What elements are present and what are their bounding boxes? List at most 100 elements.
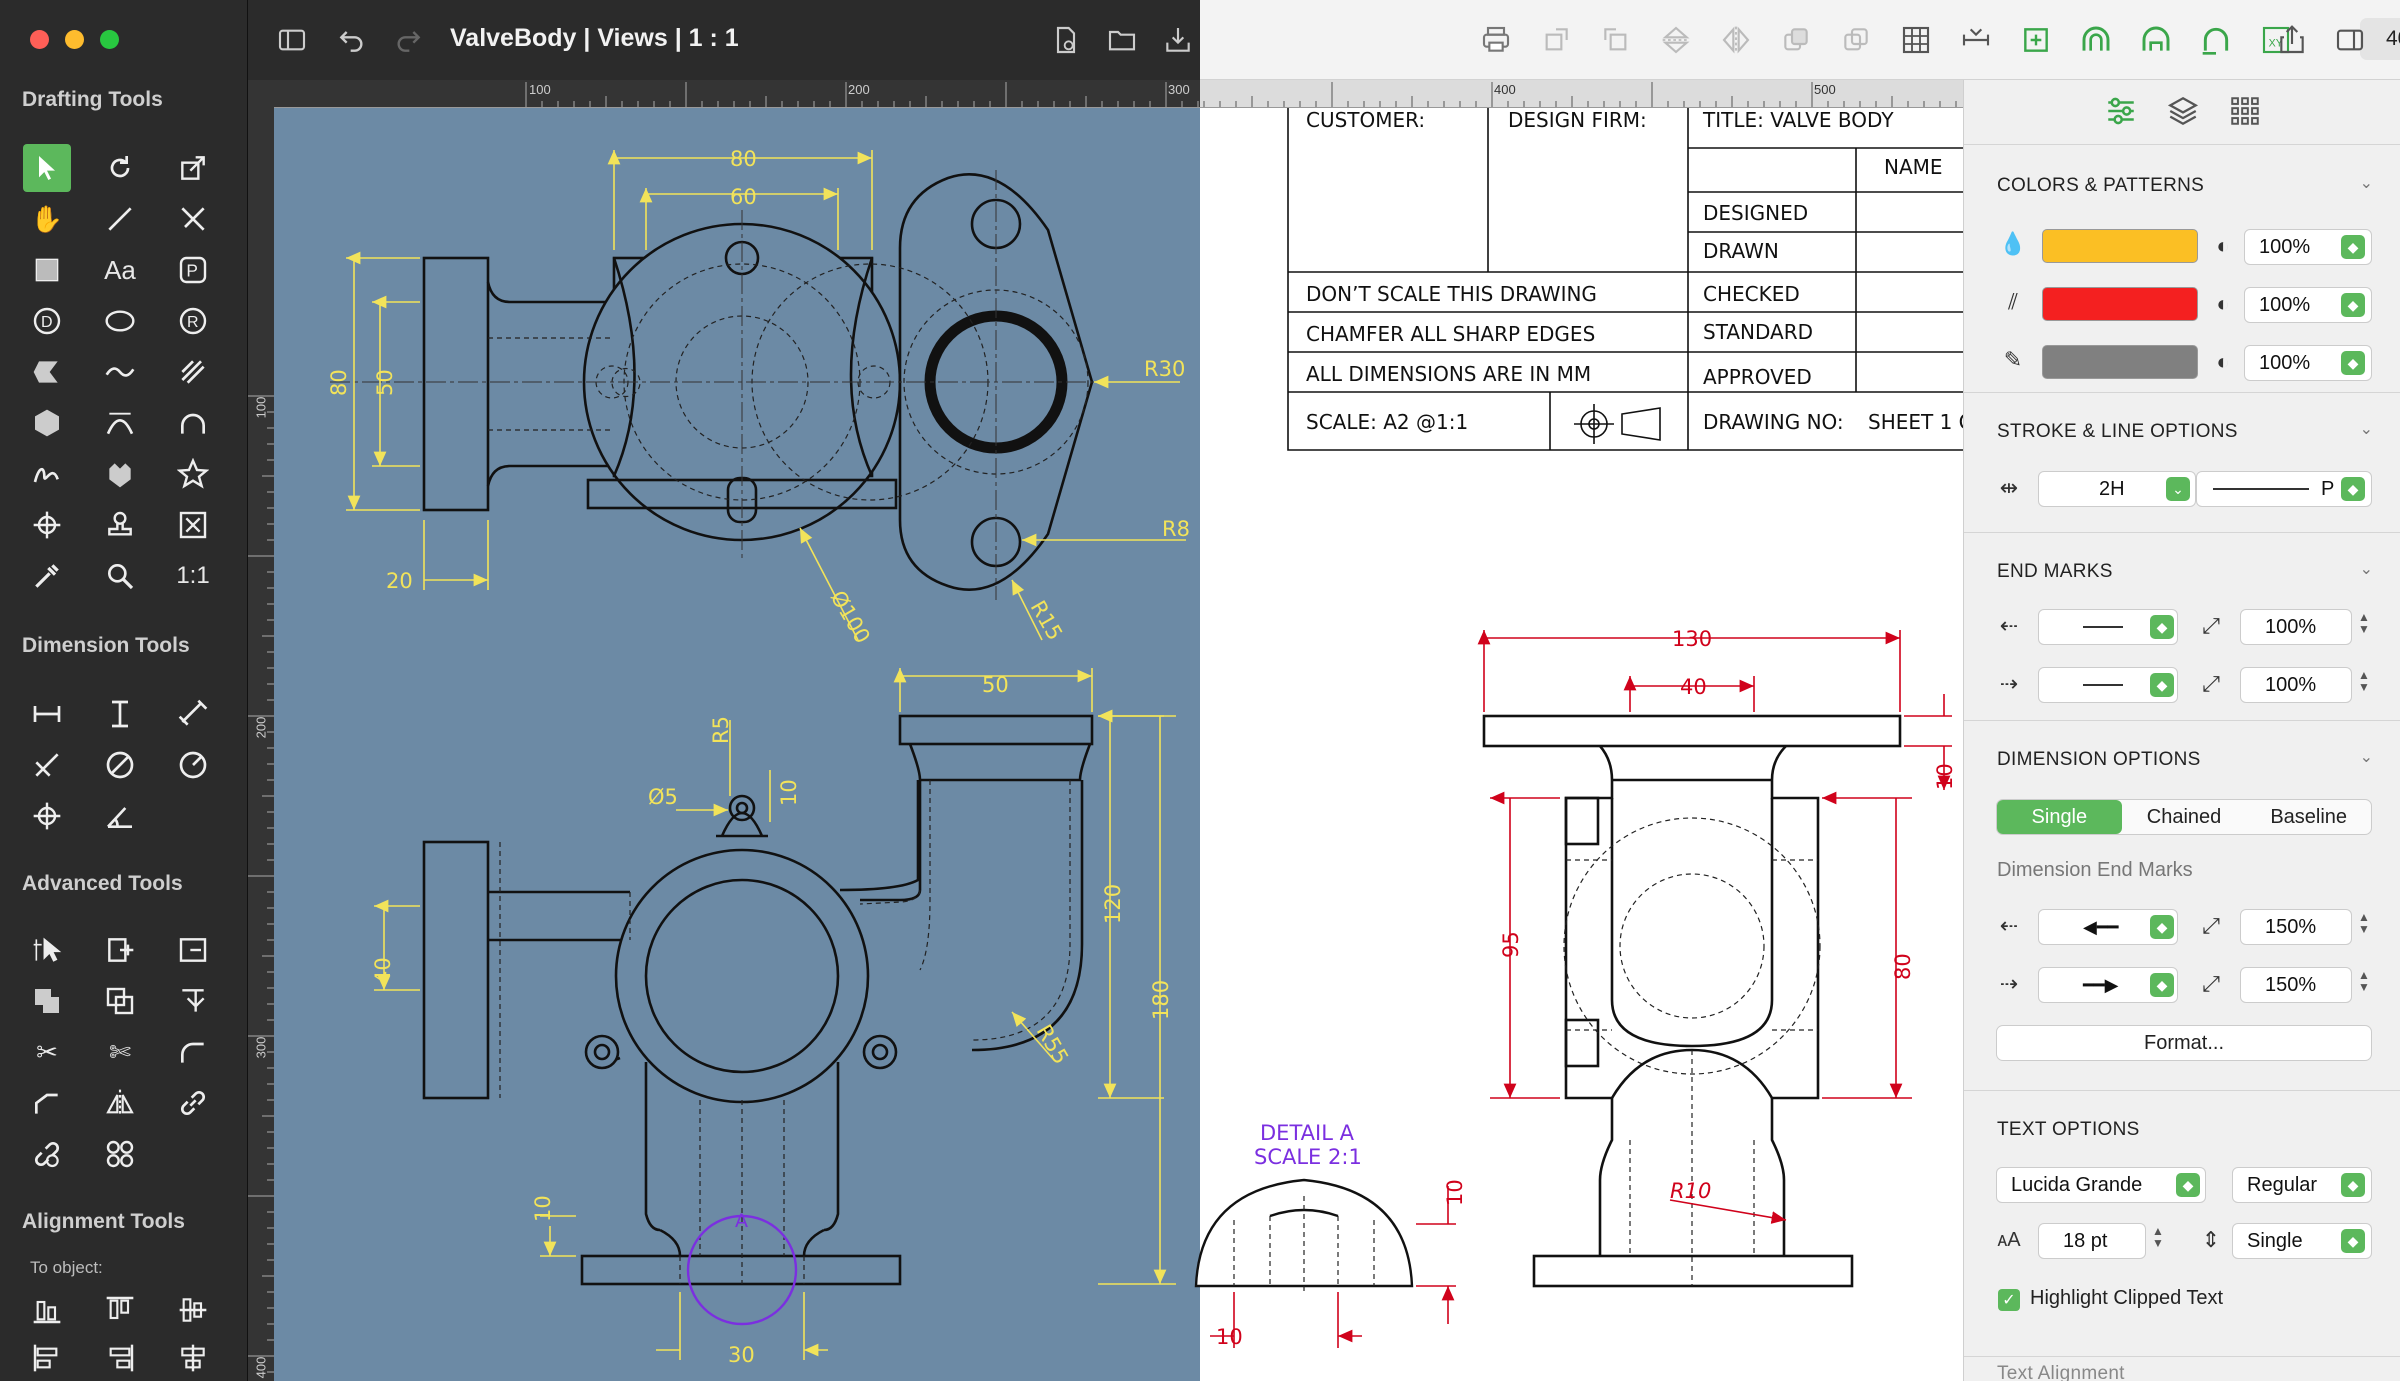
dim-start-scale-updown[interactable]: ▲▼ (2356, 911, 2372, 935)
font-style-stepper[interactable]: ◆ (2341, 1173, 2365, 1197)
start-mark-scale-field[interactable]: 100% (2240, 609, 2352, 645)
snap-button[interactable] (1958, 22, 1994, 58)
front-view[interactable] (424, 716, 1092, 1284)
dim-end-mark-stepper[interactable]: ◆ (2150, 973, 2174, 997)
trim-line-tool[interactable] (169, 195, 217, 243)
minimize-window-button[interactable] (65, 30, 84, 49)
circle-tool[interactable]: D (23, 297, 71, 345)
flip-vertical-button[interactable] (1658, 22, 1694, 58)
align-middle-tool[interactable] (169, 1286, 217, 1334)
chevron-down-icon[interactable]: ⌄ (2166, 477, 2190, 501)
chevron-down-icon[interactable]: ⌄ (2360, 173, 2373, 193)
insert-tool[interactable] (169, 926, 217, 974)
mode-single[interactable]: Single (1997, 800, 2122, 834)
font-family-select[interactable]: Lucida Grande (1996, 1167, 2206, 1203)
fill-color-swatch[interactable] (2042, 229, 2198, 263)
rotate-tool[interactable] (96, 144, 144, 192)
stamp-tool[interactable] (96, 501, 144, 549)
line-pattern-stepper[interactable]: ◆ (2341, 477, 2365, 501)
layers-icon[interactable] (2166, 94, 2200, 128)
dim-start-scale-field[interactable]: 150% (2240, 909, 2352, 945)
radius-circle-tool[interactable]: R (169, 297, 217, 345)
end-mark-scale-field[interactable]: 100% (2240, 667, 2352, 703)
point-tool[interactable] (23, 501, 71, 549)
flip-horizontal-button[interactable] (1718, 22, 1754, 58)
font-family-stepper[interactable]: ◆ (2176, 1173, 2200, 1197)
bezier-tool[interactable] (96, 399, 144, 447)
font-size-updown[interactable]: ▲▼ (2150, 1225, 2166, 1249)
diameter-dimension-tool[interactable] (96, 741, 144, 789)
symbol-tool[interactable] (169, 501, 217, 549)
point-dimension-tool[interactable] (23, 792, 71, 840)
align-bottom-tool[interactable] (23, 1286, 71, 1334)
grid-library-icon[interactable] (2228, 94, 2262, 128)
link-tool[interactable] (169, 1079, 217, 1127)
node-select-tool[interactable] (23, 926, 71, 974)
snap-magnet-button[interactable] (2078, 22, 2114, 58)
dim-start-mark-stepper[interactable]: ◆ (2150, 915, 2174, 939)
bring-forward-button[interactable] (1538, 22, 1574, 58)
polygon-tool[interactable] (23, 348, 71, 396)
freehand-tool[interactable] (23, 450, 71, 498)
split-tool[interactable]: ✄ (96, 1028, 144, 1076)
dim-end-scale-field[interactable]: 150% (2240, 967, 2352, 1003)
attach-tool[interactable] (96, 926, 144, 974)
share-button[interactable] (2274, 22, 2310, 58)
stroke-color-swatch[interactable] (2042, 287, 2198, 321)
fill-opacity-stepper[interactable]: ◆ (2341, 235, 2365, 259)
undo-button[interactable] (334, 22, 370, 58)
sliders-icon[interactable] (2104, 94, 2138, 128)
mirror-tool[interactable] (96, 1079, 144, 1127)
close-window-button[interactable] (30, 30, 49, 49)
text-tool[interactable]: Aa (96, 246, 144, 294)
align-center-tool[interactable] (169, 1334, 217, 1381)
union-tool[interactable] (23, 977, 71, 1025)
scale-tool[interactable] (169, 144, 217, 192)
fillet-tool[interactable] (169, 1028, 217, 1076)
print-button[interactable] (1478, 22, 1514, 58)
horizontal-dimension-tool[interactable] (23, 690, 71, 738)
toggle-inspector-button[interactable] (2332, 22, 2368, 58)
pattern-color-swatch[interactable] (2042, 345, 2198, 379)
eyedropper-tool[interactable] (23, 552, 71, 600)
actual-size-tool[interactable]: 1:1 (169, 552, 217, 600)
shape-tool[interactable] (96, 450, 144, 498)
curve-tool[interactable] (96, 348, 144, 396)
chevron-down-icon[interactable]: ⌄ (2360, 419, 2373, 439)
new-document-button[interactable] (1048, 22, 1084, 58)
mode-baseline[interactable]: Baseline (2246, 800, 2371, 834)
zoom-tool[interactable] (96, 552, 144, 600)
align-left-tool[interactable] (23, 1334, 71, 1381)
hexagon-tool[interactable] (23, 399, 71, 447)
dim-end-scale-updown[interactable]: ▲▼ (2356, 969, 2372, 993)
zoom-window-button[interactable] (100, 30, 119, 49)
paragraph-tool[interactable]: P (169, 246, 217, 294)
arrow-select-tool[interactable] (23, 144, 71, 192)
vertical-dimension-tool[interactable] (96, 690, 144, 738)
mode-chained[interactable]: Chained (2122, 800, 2247, 834)
radius-dimension-tool[interactable] (169, 741, 217, 789)
intersect-tool[interactable] (96, 977, 144, 1025)
hatch-tool[interactable] (169, 348, 217, 396)
end-scale-updown[interactable]: ▲▼ (2356, 669, 2372, 693)
toggle-sidebar-button[interactable] (274, 22, 310, 58)
stroke-opacity-stepper[interactable]: ◆ (2341, 293, 2365, 317)
chamfer-tool[interactable] (23, 1079, 71, 1127)
chevron-down-icon[interactable]: ⌄ (2360, 747, 2373, 767)
snap-edge-button[interactable] (2138, 22, 2174, 58)
star-tool[interactable] (169, 450, 217, 498)
grid-button[interactable] (1898, 22, 1934, 58)
group-button[interactable] (1778, 22, 1814, 58)
redo-button[interactable] (390, 22, 426, 58)
highlight-clipped-checkbox[interactable]: ✓ (1998, 1289, 2020, 1311)
cut-tool[interactable]: ✂ (23, 1028, 71, 1076)
group-link-tool[interactable] (96, 1130, 144, 1178)
chevron-down-icon[interactable]: ⌄ (2360, 559, 2373, 579)
angle-dimension-tool[interactable] (96, 792, 144, 840)
rectangle-tool[interactable] (23, 246, 71, 294)
align-top-tool[interactable] (96, 1286, 144, 1334)
ungroup-button[interactable] (1838, 22, 1874, 58)
end-mark-stepper[interactable]: ◆ (2150, 673, 2174, 697)
font-size-field[interactable]: 18 pt (2038, 1223, 2146, 1259)
send-backward-button[interactable] (1598, 22, 1634, 58)
